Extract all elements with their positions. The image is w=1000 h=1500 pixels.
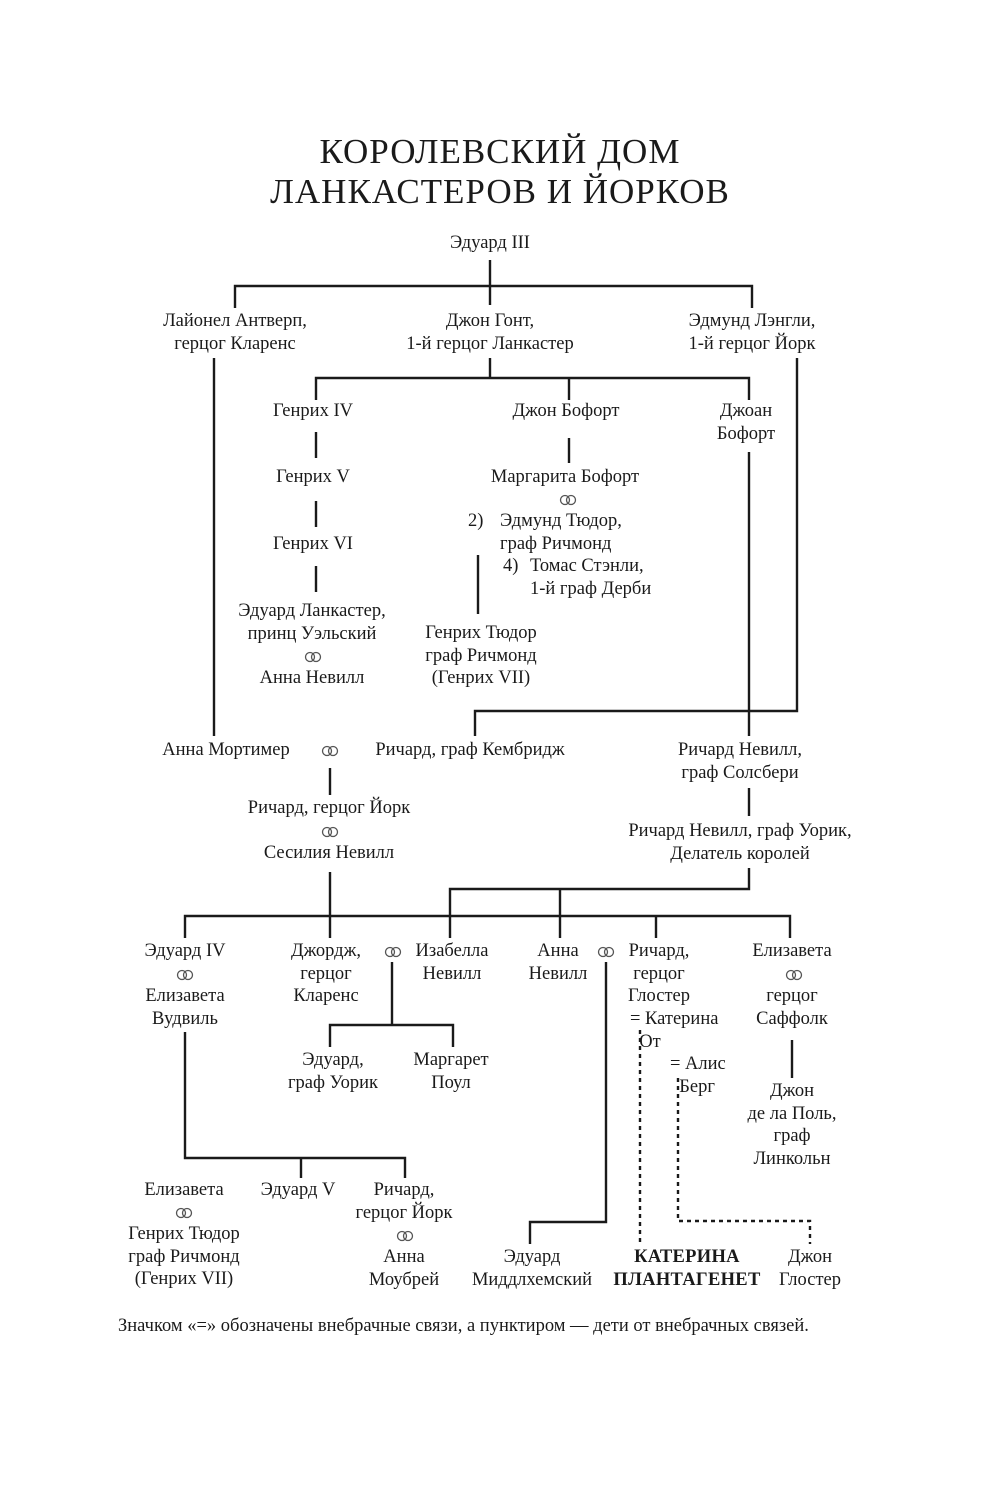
person-edward-earl-of-warwick: Эдуард, граф Уорик: [287, 1050, 379, 1093]
line-langley-descent: [473, 358, 799, 736]
wedding-rings-icon: [321, 745, 339, 757]
wedding-rings-icon: [597, 946, 615, 958]
person-margaret-pole: Маргарет Поул: [413, 1050, 489, 1093]
person-elizabeth-woodville: Елизавета Вудвиль: [145, 986, 225, 1029]
spouse-number-2: 2): [468, 511, 484, 531]
person-richard-neville-salisbury: Ричард Невилл, граф Солсбери: [677, 740, 803, 783]
person-edmund-langley: Эдмунд Лэнгли, 1-й герцог Йорк: [688, 311, 816, 354]
line-gaunt-children: [314, 376, 751, 400]
line-edward3-children: [233, 284, 754, 308]
person-cecily-neville: Сесилия Невилл: [263, 843, 395, 863]
person-elizabeth-of-york-suffolk: Елизавета: [752, 941, 832, 961]
person-john-of-gloucester: Джон Глостер: [778, 1247, 842, 1290]
person-john-de-la-pole: Джон де ла Поль, граф Линкольн: [747, 1081, 837, 1169]
person-henry-iv: Генрих IV: [273, 401, 353, 421]
wedding-rings-icon: [321, 826, 339, 838]
person-edmund-tudor: Эдмунд Тюдор, граф Ричмонд: [500, 511, 622, 554]
footnote: Значком «=» обозначены внебрачные связи,…: [118, 1316, 809, 1336]
person-edward-v: Эдуард V: [260, 1180, 336, 1200]
wedding-rings-icon: [785, 969, 803, 981]
person-warwick-kingmaker: Ричард Невилл, граф Уорик, Делатель коро…: [628, 821, 852, 864]
person-edward-of-middleham: Эдуард Миддлхемский: [471, 1247, 593, 1290]
person-joan-beaufort: Джоан Бофорт: [716, 401, 776, 444]
page-title-line-2: ЛАНКАСТЕРОВ И ЙОРКОВ: [270, 172, 730, 211]
wedding-rings-icon: [384, 946, 402, 958]
person-katherine-haute: = Катерина От: [630, 1009, 719, 1052]
line-warwick-daughters: [448, 868, 751, 938]
person-alice-burgh: = Алис Берг: [670, 1054, 726, 1097]
person-john-beaufort: Джон Бофорт: [512, 401, 620, 421]
person-richard-duke-of-york: Ричард, герцог Йорк: [247, 798, 411, 818]
person-lionel: Лайонел Антверп, герцог Кларенс: [163, 311, 307, 354]
person-anne-mowbray: Анна Моубрей: [368, 1247, 440, 1290]
spouse-number-4: 4): [503, 556, 519, 576]
wedding-rings-icon: [559, 494, 577, 506]
person-thomas-stanley: Томас Стэнли, 1-й граф Дерби: [530, 556, 652, 599]
person-richard-of-cambridge: Ричард, граф Кембридж: [375, 740, 565, 760]
person-henry-v: Генрих V: [276, 467, 350, 487]
person-edward-iv: Эдуард IV: [144, 941, 226, 961]
person-henry-tudor: Генрих Тюдор граф Ричмонд (Генрих VII): [425, 623, 537, 688]
person-anne-neville-2: Анна Невилл: [528, 941, 588, 984]
person-richard-gloucester: Ричард, герцог Глостер: [627, 941, 691, 1006]
person-edward-iii: Эдуард III: [450, 233, 530, 253]
wedding-rings-icon: [175, 1207, 193, 1219]
person-anne-neville: Анна Невилл: [259, 668, 365, 688]
line-york-children: [183, 914, 792, 938]
person-john-of-gaunt: Джон Гонт, 1-й герцог Ланкастер: [406, 311, 574, 354]
person-margaret-beaufort: Маргарита Бофорт: [490, 467, 640, 487]
person-isabella-neville: Изабелла Невилл: [415, 941, 489, 984]
person-katherine-plantagenet: КАТЕРИНА ПЛАНТАГЕНЕТ: [613, 1247, 761, 1290]
person-richard-duke-of-york-young: Ричард, герцог Йорк: [355, 1180, 453, 1223]
person-george-clarence: Джордж, герцог Кларенс: [290, 941, 362, 1006]
person-anne-mortimer: Анна Мортимер: [162, 740, 290, 760]
person-henry-tudor-vii: Генрих Тюдор граф Ричмонд (Генрих VII): [128, 1224, 240, 1289]
person-duke-of-suffolk: герцог Саффолк: [756, 986, 828, 1029]
person-edward-of-lancaster: Эдуард Ланкастер, принц Уэльский: [238, 601, 386, 644]
person-henry-vi: Генрих VI: [273, 534, 353, 554]
person-elizabeth-of-york: Елизавета: [144, 1180, 224, 1200]
dashed-line-john-gloucester: [676, 1078, 812, 1244]
page-title-line-1: КОРОЛЕВСКИЙ ДОМ: [319, 132, 681, 171]
wedding-rings-icon: [304, 651, 322, 663]
wedding-rings-icon: [396, 1230, 414, 1242]
wedding-rings-icon: [176, 969, 194, 981]
